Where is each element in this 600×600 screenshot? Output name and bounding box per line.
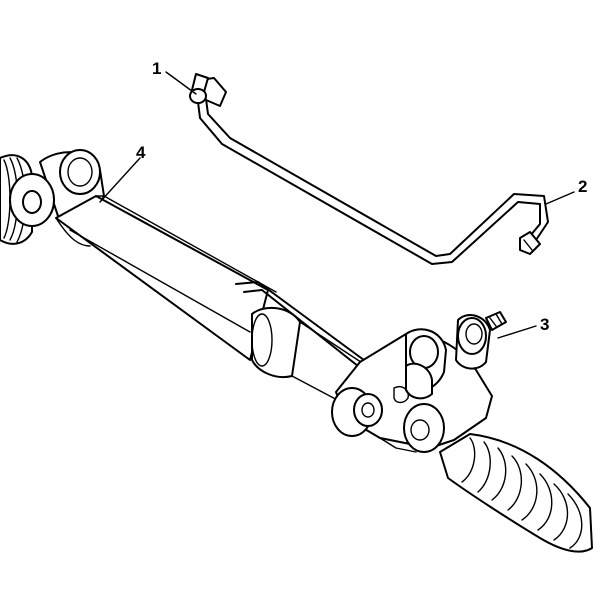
rack-housing bbox=[55, 195, 277, 361]
callout-3: 3 bbox=[540, 315, 549, 334]
pinion-shaft bbox=[455, 311, 507, 370]
leader-line-4 bbox=[99, 157, 141, 203]
pipe-assembly bbox=[189, 73, 549, 265]
callout-4: 4 bbox=[136, 143, 146, 162]
leader-line-3 bbox=[497, 325, 537, 339]
leader-line-2 bbox=[545, 191, 575, 205]
right-boot bbox=[439, 433, 593, 553]
callout-2: 2 bbox=[578, 177, 587, 196]
leader-line-1 bbox=[165, 71, 197, 95]
callout-1: 1 bbox=[152, 59, 161, 78]
leader-lines bbox=[99, 71, 575, 339]
left-mount-bushing bbox=[9, 149, 105, 227]
housing-tube bbox=[235, 281, 373, 375]
